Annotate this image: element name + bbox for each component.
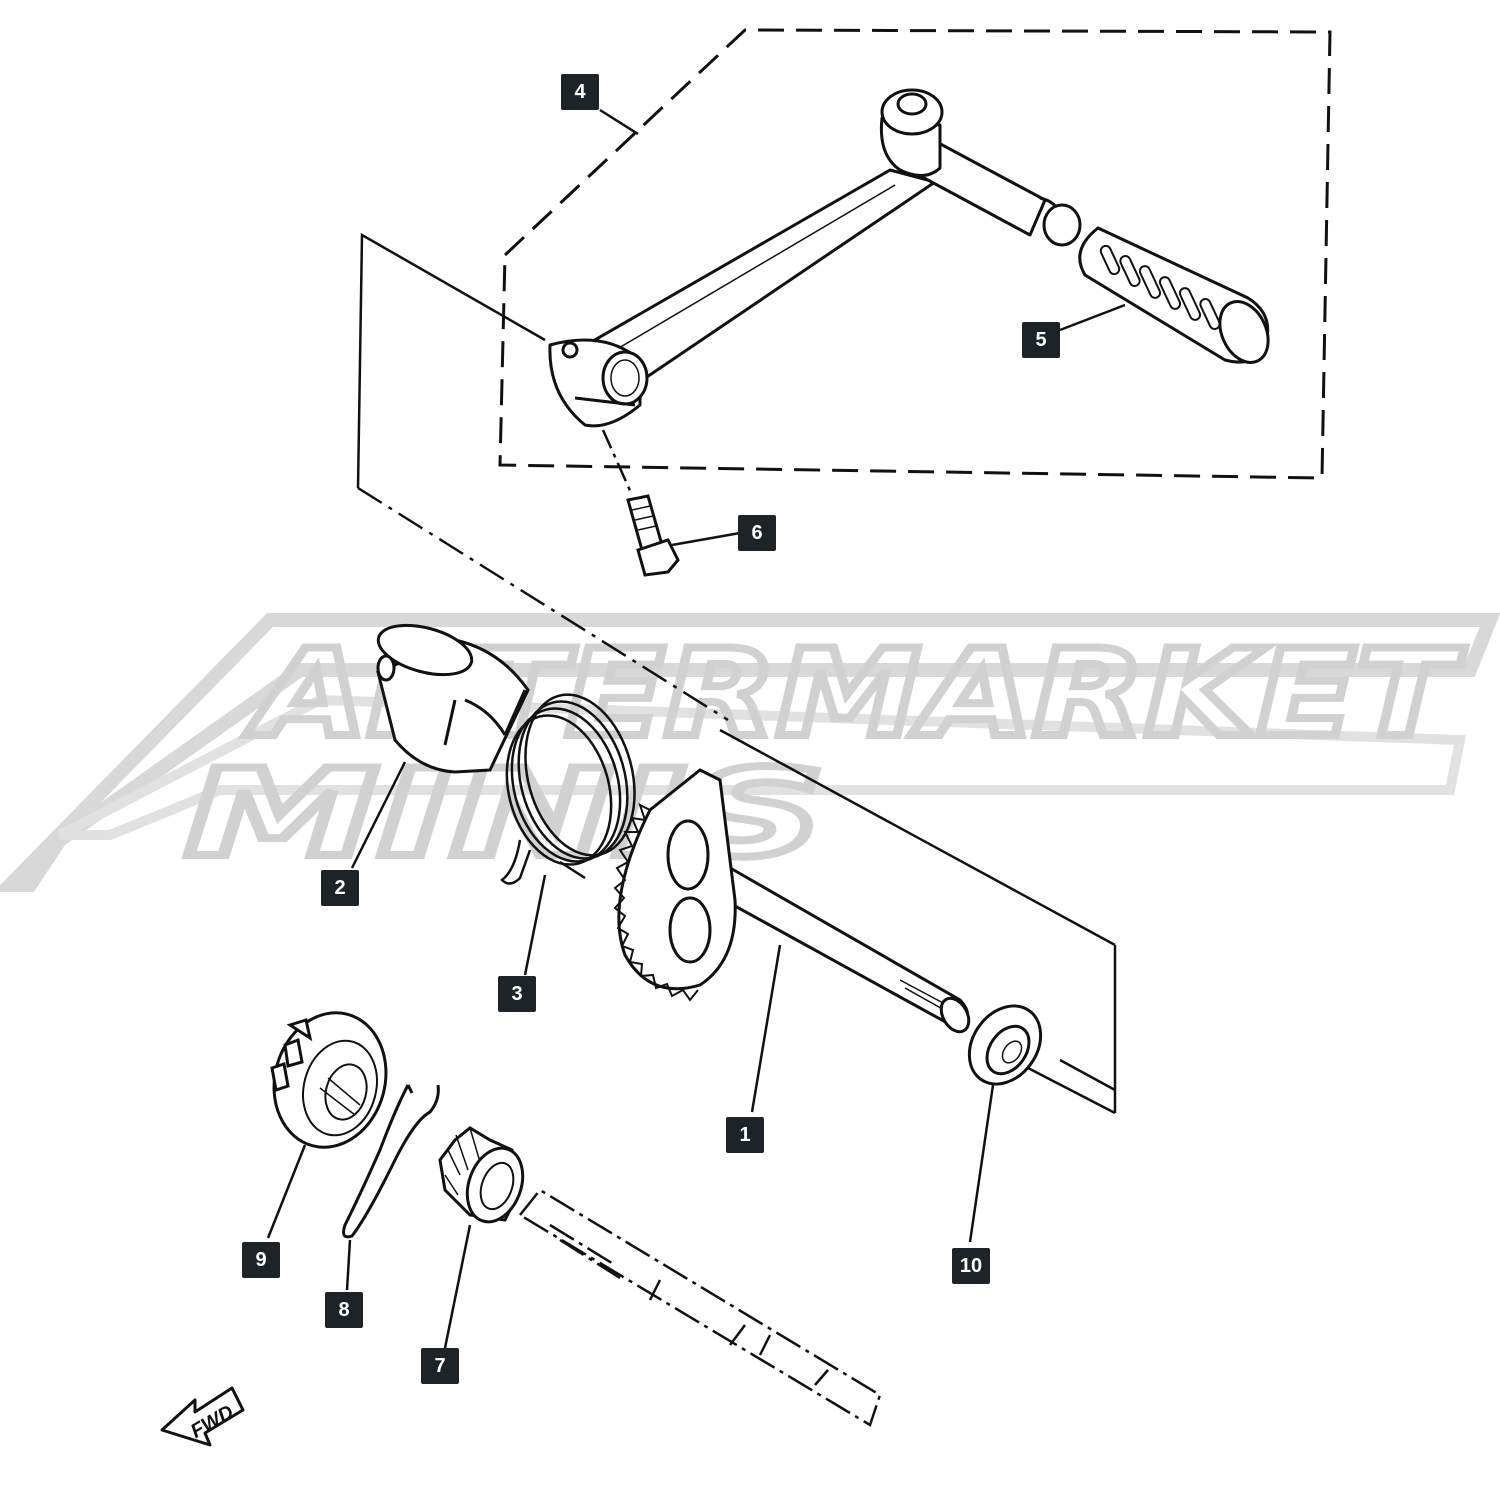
callout-9: 9	[242, 1242, 280, 1278]
kick-crank-assembly-boundary	[498, 28, 1332, 480]
crank-grip	[1078, 226, 1270, 364]
kick-crank-arm	[548, 88, 1082, 428]
ratchet-wheel	[270, 1011, 388, 1149]
main-shaft	[518, 1188, 882, 1427]
callout-7: 7	[421, 1348, 459, 1384]
oil-seal	[967, 1004, 1043, 1086]
callout-1: 1	[726, 1117, 764, 1153]
retaining-clip	[342, 1084, 440, 1239]
spring-guide	[376, 623, 530, 774]
pinion-gear	[438, 1126, 525, 1224]
forward-direction-arrow: FWD	[160, 1386, 245, 1447]
torsion-spring	[500, 693, 636, 885]
callout-10: 10	[952, 1248, 990, 1284]
watermark-logo: AFTERMARKET MINIS	[0, 613, 1500, 892]
callout-8: 8	[325, 1292, 363, 1328]
callout-3: 3	[498, 976, 536, 1012]
callout-6: 6	[738, 515, 776, 551]
callout-4: 4	[561, 74, 599, 110]
callout-2: 2	[321, 870, 359, 906]
kick-shaft-gear	[613, 768, 971, 1034]
pinch-bolt	[626, 494, 680, 577]
kick-shaft-assembly-boundary	[356, 232, 1117, 1113]
callout-5: 5	[1022, 322, 1060, 358]
